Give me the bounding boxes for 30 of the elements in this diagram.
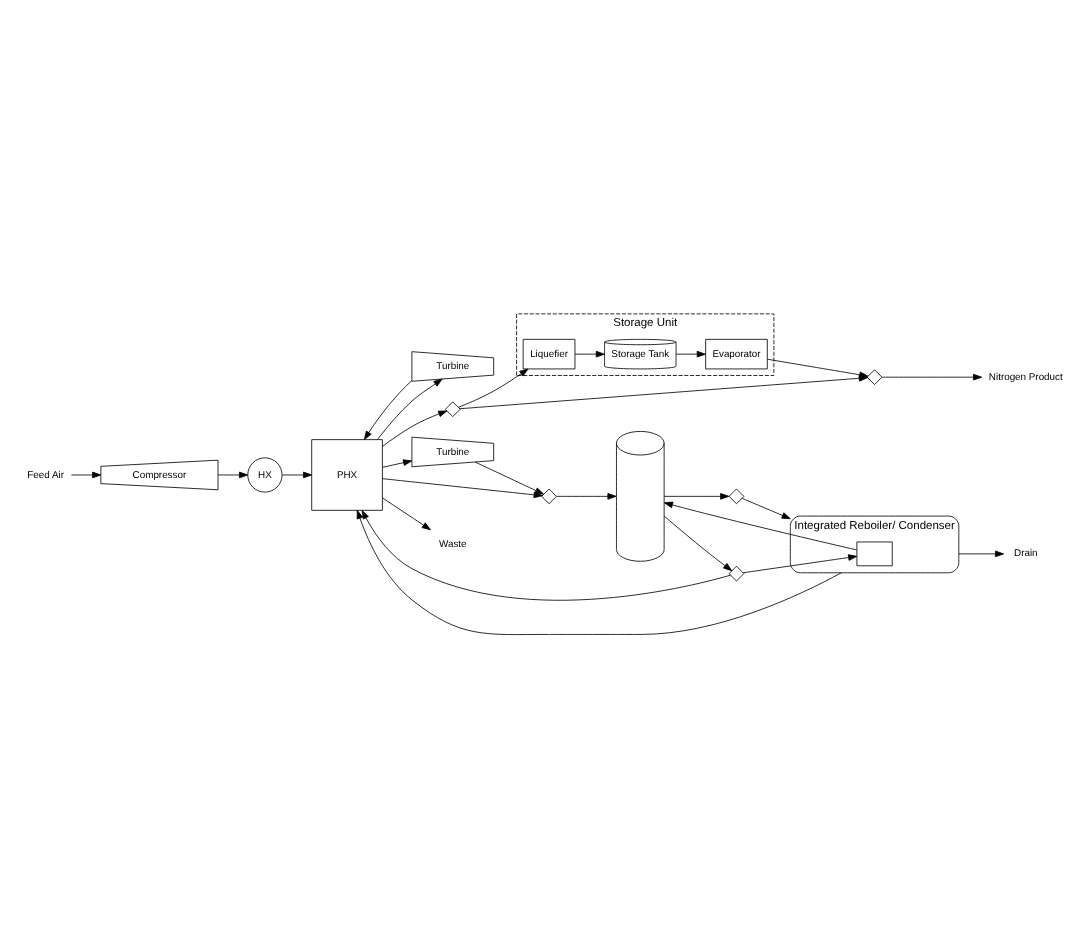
arrow: [742, 553, 858, 573]
node-box: [856, 540, 893, 566]
arrow: [382, 477, 543, 498]
arrow: [474, 460, 544, 494]
arrow: [376, 377, 443, 439]
arrow: [663, 492, 730, 499]
arrow: [458, 367, 529, 407]
arrow: [361, 509, 731, 600]
arrow: [741, 496, 791, 519]
node-valve: [444, 400, 461, 417]
arrow: [382, 458, 413, 467]
node-valve: [866, 368, 883, 384]
arrow: [459, 373, 868, 409]
arrow: [881, 372, 983, 380]
arrow: [363, 379, 413, 439]
arrow: [556, 492, 617, 499]
arrow: [382, 409, 448, 446]
arrow: [356, 508, 842, 634]
node-valve: [541, 487, 557, 504]
arrow: [71, 470, 102, 478]
arrow: [958, 549, 1004, 557]
arrow: [282, 470, 313, 478]
node-valve: [728, 564, 745, 581]
node-valve: [728, 487, 745, 504]
arrow: [217, 470, 249, 478]
arrow: [663, 514, 733, 571]
arrow: [663, 500, 858, 550]
arrow: [574, 349, 605, 357]
arrow: [675, 349, 706, 357]
arrow: [382, 496, 431, 530]
